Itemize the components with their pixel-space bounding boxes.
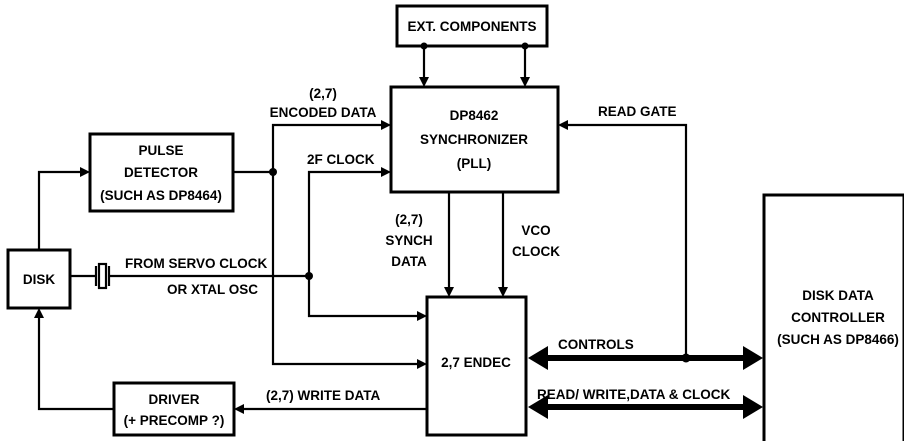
ext-components-label: EXT. COMPONENTS xyxy=(407,19,536,34)
servo-clock-label-1: FROM SERVO CLOCK xyxy=(125,256,268,271)
controller-line-2: CONTROLLER xyxy=(791,310,885,325)
encoded-data-wire xyxy=(233,120,427,369)
servo-clock-label-2: OR XTAL OSC xyxy=(167,282,258,297)
synchronizer-block: DP8462 SYNCHRONIZER (PLL) xyxy=(389,85,560,194)
synch-data-label-1: (2,7) xyxy=(395,212,423,227)
servo-clock-wire xyxy=(70,167,427,321)
synch-data-wire xyxy=(444,192,454,297)
driver-to-disk-wire xyxy=(34,308,114,411)
disk-label: DISK xyxy=(23,272,56,287)
driver-block: DRIVER (+ PRECOMP ?) xyxy=(112,381,236,437)
synch-data-label-2: SYNCH xyxy=(385,233,432,248)
driver-line-2: (+ PRECOMP ?) xyxy=(124,413,225,428)
disk-data-controller-block: DISK DATA CONTROLLER (SUCH AS DP8466) xyxy=(762,193,904,441)
pulse-detector-line-2: DETECTOR xyxy=(124,165,198,180)
encoded-data-label-1: (2,7) xyxy=(309,86,337,101)
disk-to-pulse-detector-wire xyxy=(37,167,90,250)
synchronizer-line-3: (PLL) xyxy=(457,156,492,171)
pulse-detector-line-3: (SUCH AS DP8464) xyxy=(100,188,222,203)
vco-clock-label-2: CLOCK xyxy=(512,244,560,259)
ext-components-block: EXT. COMPONENTS xyxy=(395,4,549,48)
driver-line-1: DRIVER xyxy=(148,392,199,407)
write-data-wire xyxy=(234,404,427,414)
write-data-label: (2,7) WRITE DATA xyxy=(266,388,380,403)
pulse-detector-block: PULSE DETECTOR (SUCH AS DP8464) xyxy=(88,132,235,213)
encoded-data-label-2: ENCODED DATA xyxy=(270,105,377,120)
vco-clock-wire xyxy=(498,192,508,297)
read-write-bus xyxy=(528,395,763,419)
read-gate-wire xyxy=(558,120,691,363)
pulse-detector-line-1: PULSE xyxy=(138,143,183,158)
controller-line-3: (SUCH AS DP8466) xyxy=(777,332,899,347)
synchronizer-line-1: DP8462 xyxy=(450,108,499,123)
synch-data-label-3: DATA xyxy=(391,254,427,269)
disk-block: DISK xyxy=(6,248,72,310)
read-gate-label: READ GATE xyxy=(598,104,677,119)
synchronizer-line-2: SYNCHRONIZER xyxy=(420,132,528,147)
two-f-clock-label: 2F CLOCK xyxy=(307,152,375,167)
endec-block: 2,7 ENDEC xyxy=(425,295,528,437)
read-write-bus-label: READ/ WRITE,DATA & CLOCK xyxy=(537,387,730,402)
controls-label: CONTROLS xyxy=(558,337,634,352)
controls-bus xyxy=(528,346,763,370)
ext-components-wires xyxy=(419,42,530,87)
endec-label: 2,7 ENDEC xyxy=(441,355,511,370)
vco-clock-label-1: VCO xyxy=(521,223,550,238)
controller-line-1: DISK DATA xyxy=(802,288,874,303)
